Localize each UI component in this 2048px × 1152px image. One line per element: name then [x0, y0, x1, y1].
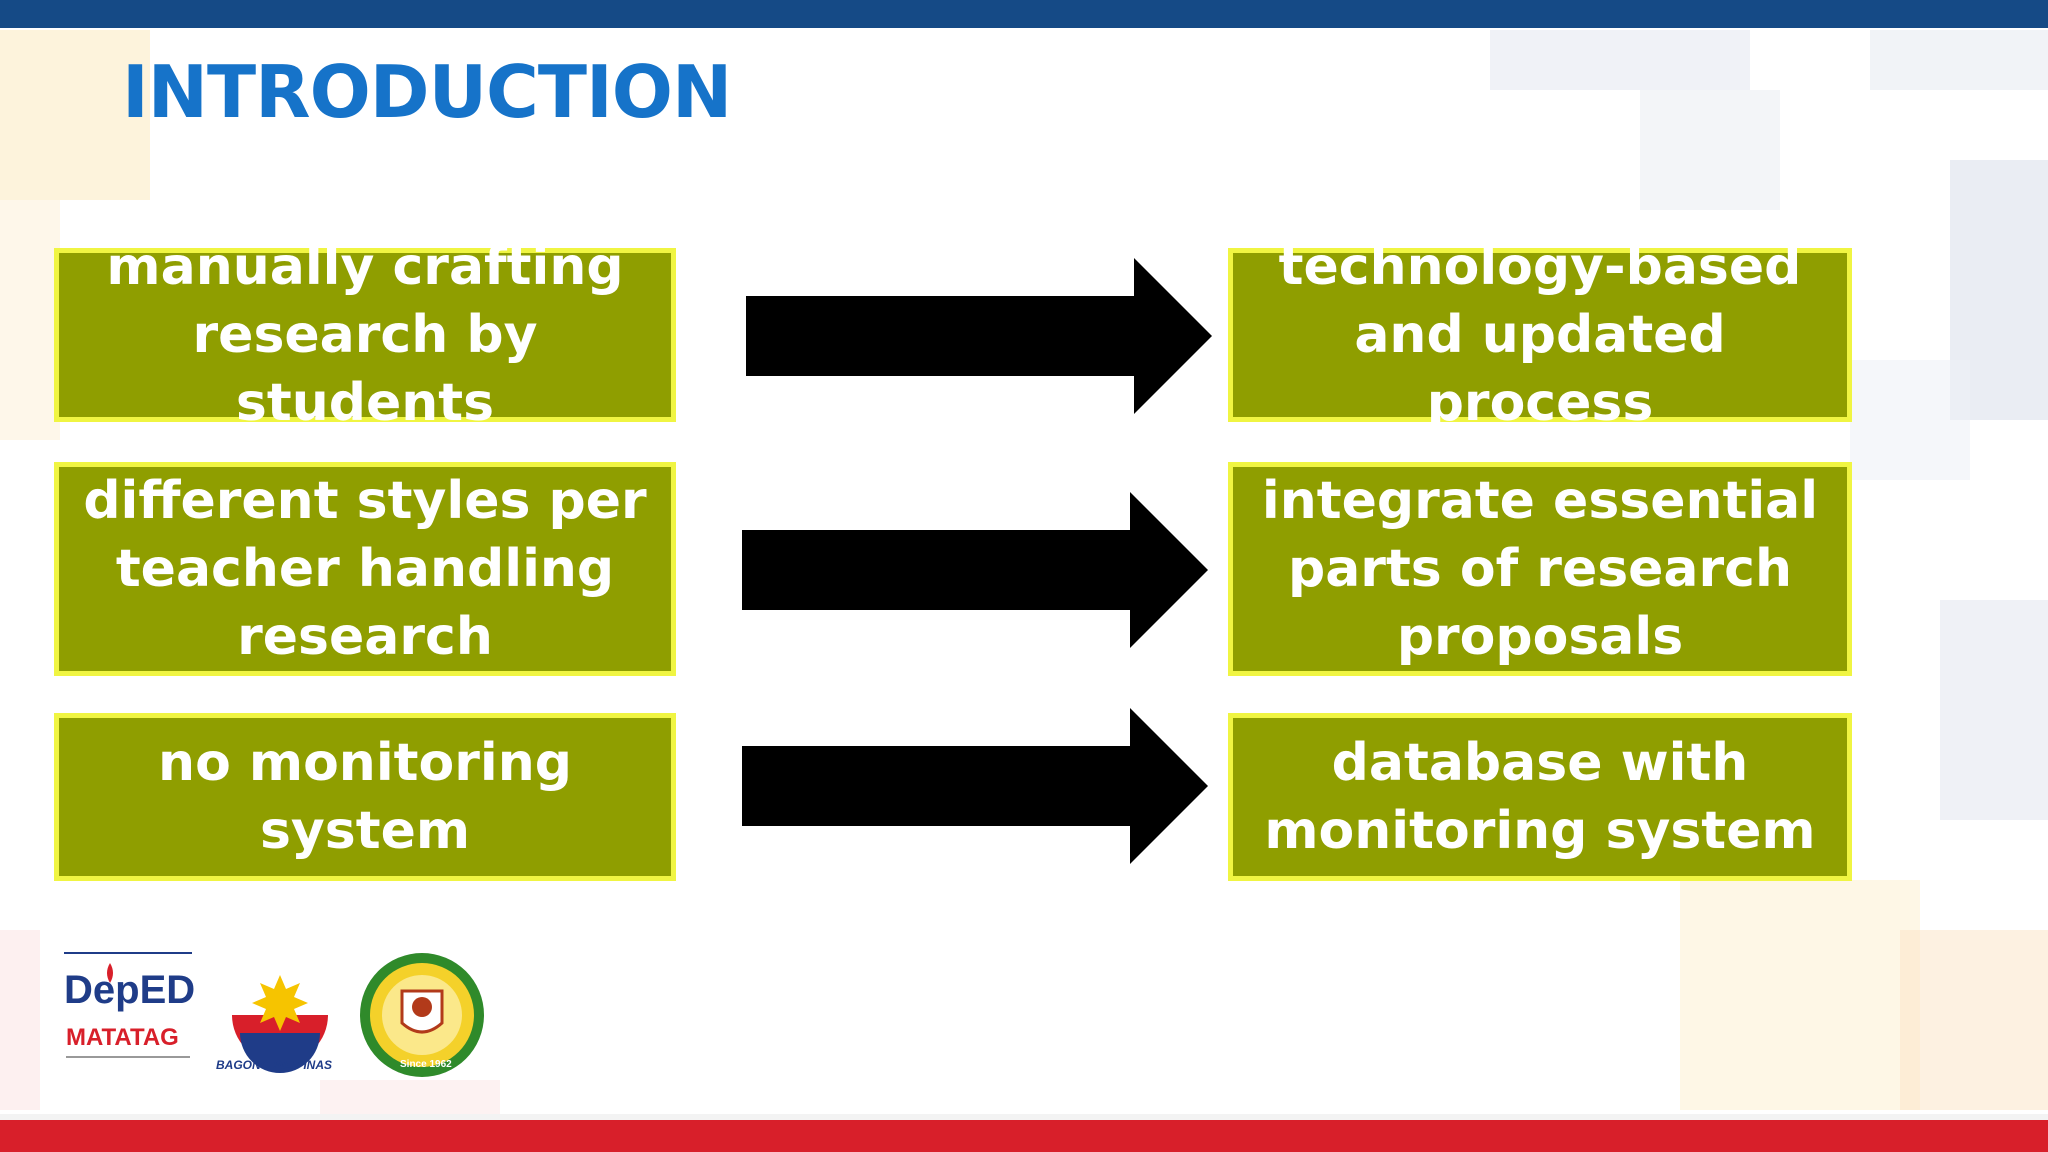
bg-tile: [320, 1080, 500, 1114]
bg-tile: [1940, 600, 2048, 820]
bg-tile: [0, 30, 150, 200]
seal-caption: Since 1962: [400, 1059, 452, 1070]
arrow-right-icon: [742, 708, 1208, 864]
bg-tile: [1900, 930, 2048, 1110]
after-box-3: database with monitoring system: [1228, 713, 1852, 881]
before-text-2: different styles per teacher handling re…: [83, 471, 647, 667]
bagong-pilipinas-logo: BAGONG PILIPINAS: [216, 967, 332, 1073]
arrow-right-icon: [746, 258, 1212, 414]
slide-title: INTRODUCTION: [122, 50, 732, 134]
deped-text: DepED: [64, 968, 195, 1012]
after-box-1: technology-based and updated process: [1228, 237, 1852, 433]
bg-tile: [1640, 90, 1780, 210]
footer-divider: [0, 1114, 2048, 1120]
after-box-2: integrate essential parts of research pr…: [1228, 462, 1852, 676]
after-text-3: database with monitoring system: [1264, 733, 1816, 861]
after-text-1: technology-based and updated process: [1278, 237, 1802, 433]
bg-tile: [1490, 30, 1750, 90]
bg-tile: [1870, 30, 2048, 90]
before-box-1: manually crafting research by students: [54, 237, 676, 433]
before-box-2: different styles per teacher handling re…: [54, 462, 676, 676]
logos-strip: DepED MATATAG BAGONG PILIPINAS Since 196…: [64, 952, 484, 1077]
before-text-1: manually crafting research by students: [106, 237, 624, 433]
bg-tile: [0, 930, 40, 1110]
matatag-text: MATATAG: [66, 1024, 179, 1051]
bagong-text: BAGONG PILIPINAS: [216, 1058, 332, 1072]
bg-tile: [0, 200, 60, 440]
footer-bar: [0, 1120, 2048, 1152]
before-box-3: no monitoring system: [54, 713, 676, 881]
school-seal-logo: Since 1962: [360, 953, 484, 1077]
bg-tile: [1850, 360, 1970, 480]
arrow-right-icon: [742, 492, 1208, 648]
bg-tile: [1680, 880, 1920, 1110]
before-text-3: no monitoring system: [158, 733, 572, 861]
header-bar: [0, 0, 2048, 28]
after-text-2: integrate essential parts of research pr…: [1261, 471, 1819, 667]
deped-matatag-logo: DepED MATATAG: [64, 952, 195, 1058]
